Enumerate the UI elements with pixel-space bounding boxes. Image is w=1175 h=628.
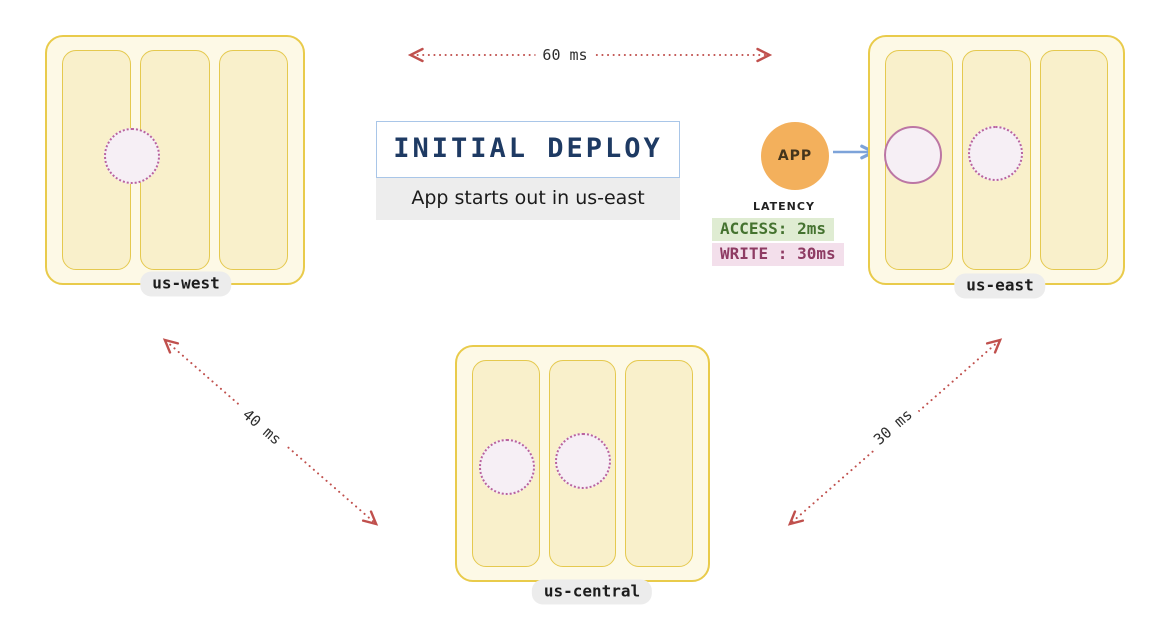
replica-node-us-west (104, 128, 160, 184)
write-latency-badge: WRITE : 30ms (712, 243, 844, 266)
region-label-us-central: us-central (531, 579, 653, 605)
access-latency-badge: ACCESS: 2ms (712, 218, 834, 241)
region-label-us-west: us-west (140, 271, 232, 297)
active-node-us-east (884, 126, 942, 184)
region-us-west (45, 35, 305, 285)
replica-node-us-central-2 (555, 433, 611, 489)
latency-panel-title: LATENCY (753, 200, 815, 213)
app-circle: APP (761, 122, 829, 190)
replica-node-us-east (968, 126, 1023, 181)
replica-node-us-central-1 (479, 439, 535, 495)
subtitle-text: App starts out in us-east (376, 178, 680, 220)
region-us-east (868, 35, 1125, 285)
az-column (218, 50, 288, 270)
az-column (625, 360, 694, 567)
latency-link-east-central (787, 338, 1003, 526)
region-label-us-east: us-east (954, 273, 1046, 299)
title-text: INITIAL DEPLOY (376, 121, 680, 178)
az-column (1039, 50, 1108, 270)
title-box: INITIAL DEPLOY App starts out in us-east (376, 121, 680, 220)
latency-label-west-east: 60 ms (535, 45, 595, 65)
